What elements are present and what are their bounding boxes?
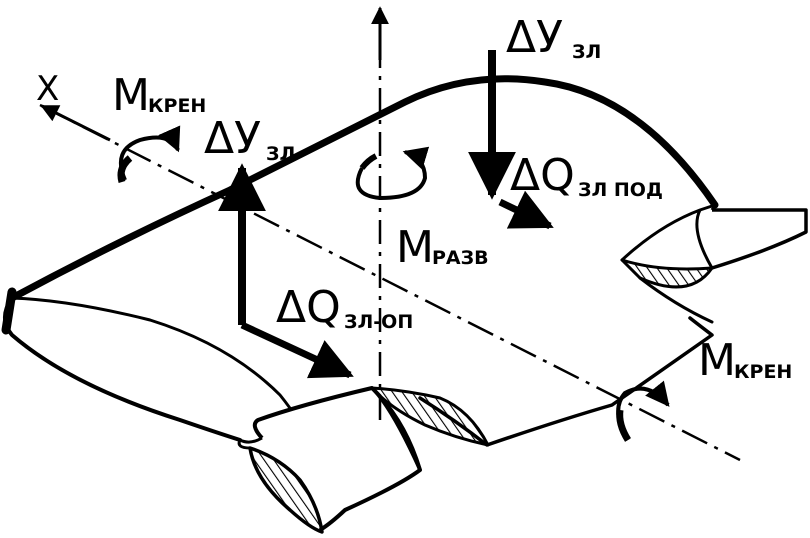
aileron-right — [620, 204, 808, 289]
axes — [39, 6, 741, 462]
m-kren-left-sub: КРЕН — [148, 95, 206, 117]
force-arrows — [218, 50, 554, 379]
dy-left-sub: ЗЛ — [266, 143, 295, 165]
dq-right-arrow — [498, 190, 554, 230]
dy-left-label: ΔУ — [204, 113, 261, 164]
dy-right-label: ΔУ — [506, 12, 563, 63]
dq-left-arrow — [240, 321, 354, 379]
dq-right-sub: ЗЛ ПОД — [578, 179, 663, 201]
aileron-left — [237, 386, 490, 534]
dq-right-label: ΔQ — [510, 150, 575, 201]
m-kren-right-sub: КРЕН — [734, 361, 792, 383]
dq-left-sub: ЗЛ-ОП — [344, 311, 413, 333]
labels: X M КРЕН ΔУ ЗЛ ΔУ ЗЛ ΔQ ЗЛ ПОД M РАЗВ ΔQ… — [36, 12, 792, 386]
m-kren-right-label: M — [698, 335, 736, 386]
m-razv-sub: РАЗВ — [432, 247, 489, 269]
axis-x-label: X — [36, 69, 59, 109]
dq-left-label: ΔQ — [276, 282, 341, 333]
dy-right-sub: ЗЛ — [572, 41, 601, 63]
roll-axis-line — [39, 103, 741, 462]
m-kren-left-label: M — [112, 70, 150, 121]
m-razv-arrow — [355, 146, 430, 201]
moment-arrows — [117, 125, 670, 442]
m-razv-label: M — [396, 222, 434, 273]
